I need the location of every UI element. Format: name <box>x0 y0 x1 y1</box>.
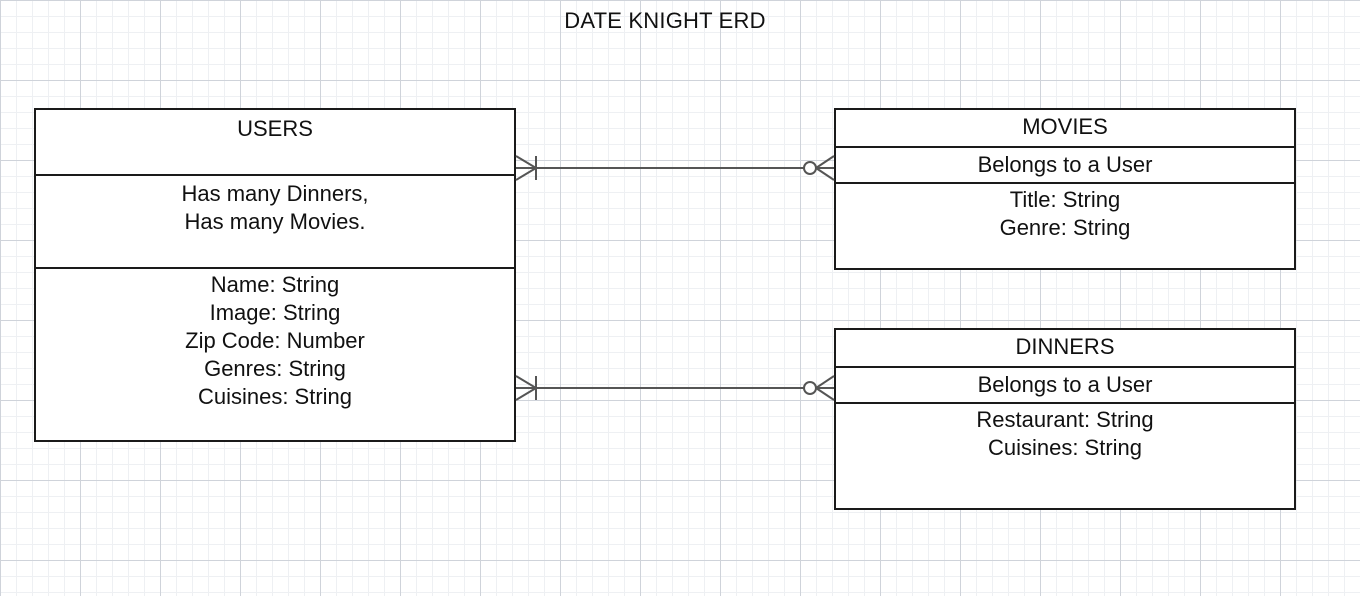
relation-line: Belongs to a User <box>977 372 1153 397</box>
entity-users-relations: Has many Dinners, Has many Movies. <box>36 174 514 267</box>
entity-movies-header: MOVIES <box>836 110 1294 146</box>
attribute-line: Image: String <box>209 300 341 325</box>
crow-foot-many-icon <box>515 375 537 389</box>
relation-line: Has many Dinners, <box>181 181 369 206</box>
entity-movies-relation: Belongs to a User <box>836 146 1294 182</box>
entity-dinners[interactable]: DINNERS Belongs to a User Restaurant: St… <box>834 328 1296 510</box>
crow-foot-many-icon <box>815 167 835 181</box>
cardinality-zero-circle-icon <box>803 161 817 175</box>
crow-foot-many-icon <box>515 155 537 169</box>
entity-movies-attributes: Title: String Genre: String <box>836 182 1294 242</box>
crow-foot-many-icon <box>815 155 835 169</box>
crow-foot-many-icon <box>515 387 537 401</box>
attribute-line: Genres: String <box>204 356 346 381</box>
entity-users-name: USERS <box>237 116 313 141</box>
crow-foot-many-icon <box>515 167 537 181</box>
attribute-line: Title: String <box>1009 187 1121 212</box>
diagram-title: DATE KNIGHT ERD <box>564 8 766 33</box>
entity-dinners-relation: Belongs to a User <box>836 366 1294 402</box>
relationship-users-movies[interactable] <box>515 155 835 181</box>
entity-users-attributes: Name: String Image: String Zip Code: Num… <box>36 267 514 411</box>
entity-dinners-attributes: Restaurant: String Cuisines: String <box>836 402 1294 462</box>
relationship-users-dinners[interactable] <box>515 375 835 401</box>
relation-line: Has many Movies. <box>184 209 366 234</box>
crow-foot-many-icon <box>815 387 835 401</box>
entity-movies-name: MOVIES <box>1022 114 1108 139</box>
cardinality-zero-circle-icon <box>803 381 817 395</box>
entity-dinners-header: DINNERS <box>836 330 1294 366</box>
attribute-line: Cuisines: String <box>197 384 353 409</box>
attribute-line: Name: String <box>210 272 340 297</box>
attribute-line: Zip Code: Number <box>185 328 365 353</box>
entity-users-header: USERS <box>36 110 514 174</box>
entity-movies[interactable]: MOVIES Belongs to a User Title: String G… <box>834 108 1296 270</box>
entity-users[interactable]: USERS Has many Dinners, Has many Movies.… <box>34 108 516 442</box>
relation-line: Belongs to a User <box>977 152 1153 177</box>
attribute-line: Restaurant: String <box>976 407 1154 432</box>
attribute-line: Cuisines: String <box>987 435 1143 460</box>
entity-dinners-name: DINNERS <box>1015 334 1115 359</box>
crow-foot-many-icon <box>815 375 835 389</box>
attribute-line: Genre: String <box>999 215 1131 240</box>
